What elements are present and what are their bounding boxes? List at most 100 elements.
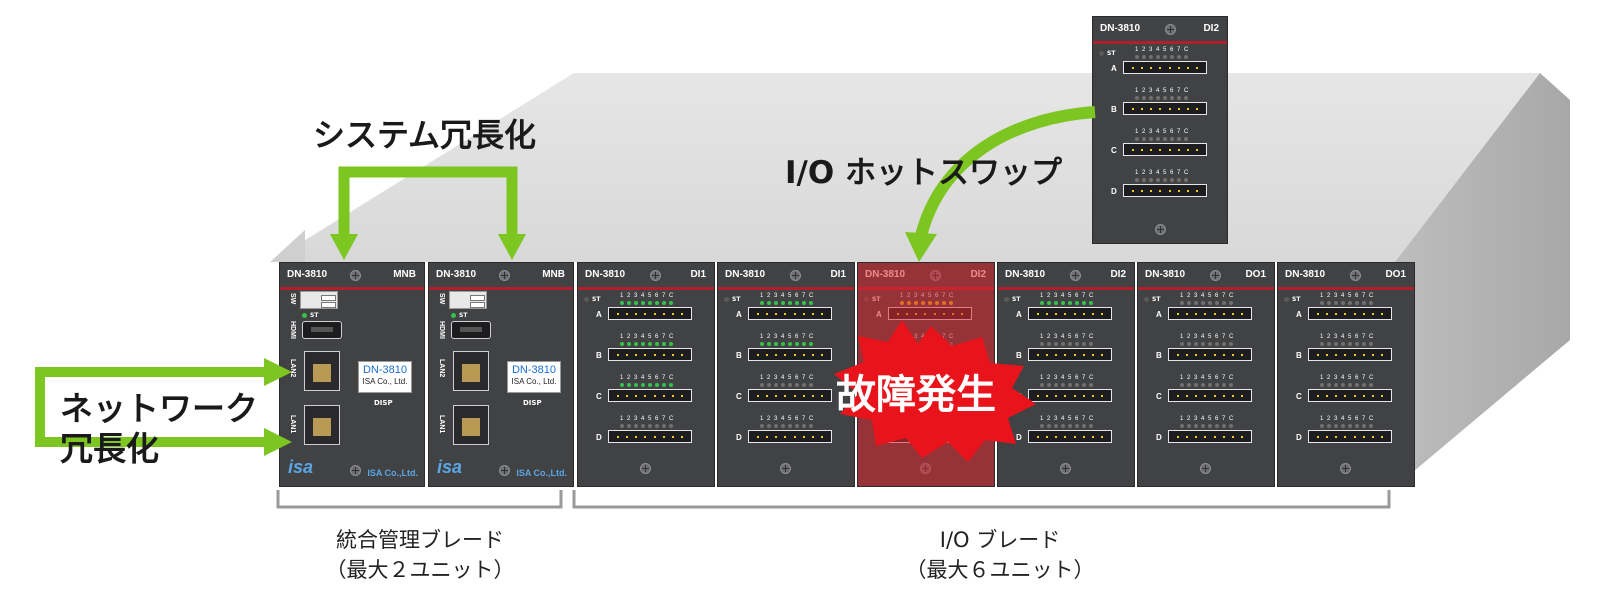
terminal-connector [1123,143,1207,156]
isa-logo: isa [437,457,463,477]
led-indicator-icon [1075,424,1079,428]
pin-icon [1159,190,1162,192]
pin-icon [784,313,787,315]
led-indicator-icon [627,383,631,387]
dip-switch[interactable] [449,291,487,309]
group-channel-numbers: 1 2 3 4 5 6 7 C [1320,334,1375,340]
screw-icon [350,465,361,476]
led-indicator-icon [1170,178,1174,182]
pin-icon [1380,354,1383,356]
group-channel-numbers: 1 2 3 4 5 6 7 C [1135,88,1190,94]
group-letter-label: D [736,433,742,442]
lan1-port[interactable] [453,405,489,445]
pin-icon [680,354,683,356]
pin-icon [1240,395,1243,397]
led-indicator-icon [1229,301,1233,305]
led-indicator-icon [1170,96,1174,100]
group-channel-numbers: 1 2 3 4 5 6 7 C [620,416,675,422]
io-caption-line1: I/O ブレード [939,528,1061,552]
dip-switch[interactable] [300,291,338,309]
led-indicator-icon [1215,424,1219,428]
screw-icon [640,463,651,474]
pin-icon [1177,354,1179,356]
group-led-row [1320,383,1373,388]
led-indicator-icon [1180,424,1184,428]
led-indicator-icon [781,383,785,387]
group-letter-label: B [736,351,742,360]
pin-icon [1213,313,1216,315]
chassis-left-face [270,230,305,262]
lan2-port[interactable] [304,351,340,391]
led-indicator-icon [1184,55,1188,59]
led-indicator-icon [655,424,659,428]
led-indicator-icon [1215,342,1219,346]
st-label: ST [459,312,468,319]
terminal-connector [748,307,832,320]
blade-model-label: DN-3810 [436,269,477,280]
led-indicator-icon [1355,424,1359,428]
group-letter-label: B [1156,351,1162,360]
led-indicator-icon [620,383,624,387]
led-indicator-icon [1135,55,1139,59]
pin-icon [766,354,769,356]
hdmi-port[interactable] [451,321,491,339]
pin-icon [1159,108,1162,110]
screw-icon [499,465,510,476]
screw-icon [1340,463,1351,474]
pin-icon [775,395,778,397]
pin-icon [1091,395,1094,397]
group-channel-numbers: 1 2 3 4 5 6 7 C [760,375,815,381]
led-indicator-icon [641,342,645,346]
pin-icon [1353,395,1356,397]
group-letter-label: A [596,310,602,319]
pin-icon [784,395,787,397]
group-letter-label: C [1111,146,1117,155]
pin-icon [1132,149,1134,151]
group-led-row [1320,342,1373,347]
led-indicator-icon [1362,342,1366,346]
connector-pins [1132,67,1198,69]
led-indicator-icon [1208,301,1212,305]
led-indicator-icon [774,424,778,428]
led-indicator-icon [1194,342,1198,346]
connector-pins [617,313,683,315]
system-redundancy-label: システム冗長化 [313,116,537,154]
group-led-row [620,424,673,429]
lan2-port[interactable] [453,351,489,391]
led-indicator-icon [1061,301,1065,305]
io-caption: I/O ブレード （最大６ユニット） [880,525,1120,585]
led-indicator-icon [760,342,764,346]
pin-icon [1168,149,1171,151]
pin-icon [1150,108,1153,110]
isa-logo: isa [288,457,314,477]
led-indicator-icon [1208,383,1212,387]
led-indicator-icon [809,342,813,346]
pin-icon [662,436,665,438]
led-indicator-icon [1082,424,1086,428]
hdmi-port[interactable] [302,321,342,339]
led-indicator-icon [1194,424,1198,428]
blade-model-label: DN-3810 [1285,269,1326,280]
lan1-port[interactable] [304,405,340,445]
connector-pins [1317,354,1383,356]
led-indicator-icon [1075,342,1079,346]
led-indicator-icon [781,301,785,305]
blade-type-label: DI2 [1110,269,1126,280]
pin-icon [757,313,759,315]
group-led-row [760,342,813,347]
terminal-connector [608,348,692,361]
st-led-icon [1099,51,1104,56]
led-indicator-icon [1142,55,1146,59]
connector-pins [617,436,683,438]
lan1-label: LAN1 [438,415,445,434]
led-indicator-icon [1348,301,1352,305]
pin-icon [1046,354,1049,356]
led-indicator-icon [802,342,806,346]
group-channel-numbers: 1 2 3 4 5 6 7 C [1135,129,1190,135]
pin-icon [1064,395,1067,397]
